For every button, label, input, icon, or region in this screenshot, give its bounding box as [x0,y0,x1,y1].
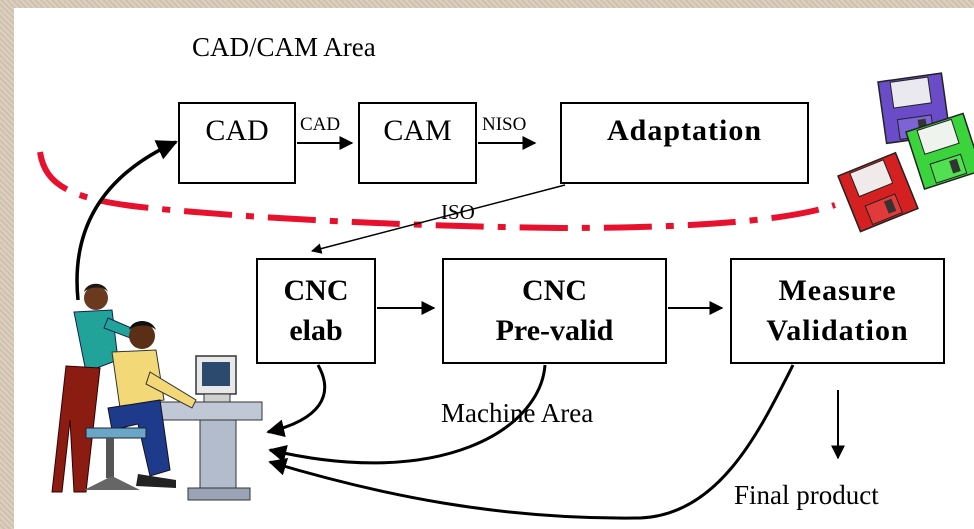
area-separator-line [37,151,836,232]
cad-box-label: CAD [205,114,269,147]
adaptation-box-label: Adaptation [606,114,763,147]
arrow-operator-to-cad [75,140,178,301]
machine-area-label: Machine Area [441,398,594,428]
niso-arrow-label: NISO [482,114,527,135]
feedback-from-measure [268,364,795,520]
iso-arrow-label: ISO [441,200,475,224]
measure-validation-box: Measure Validation [730,258,945,364]
cnc-elab-line2: elab [289,314,343,347]
cad-arrow-label: CAD [300,114,341,135]
cadcam-area-label: CAD/CAM Area [192,32,376,62]
measure-validation-line1: Measure [778,273,897,307]
cnc-prevalid-line1: CNC [522,273,587,307]
cnc-elab-line1: CNC [283,273,349,307]
feedback-from-cnc-elab [266,364,327,438]
cnc-elab-box: CNC elab [256,258,376,364]
operators-workstation-icon [51,283,263,501]
floppy-disks-icon [837,72,974,233]
cnc-prevalid-line2: Pre-valid [495,314,614,347]
cam-box: CAM [358,102,477,184]
arrow-adaptation-to-cnc-elab [310,184,566,254]
measure-validation-line2: Validation [766,314,909,347]
adaptation-box: Adaptation [560,102,809,184]
feedback-from-prevalid [268,364,547,465]
cad-box: CAD [178,102,296,184]
cnc-prevalid-box: CNC Pre-valid [442,258,667,364]
cam-box-label: CAM [383,114,452,147]
final-product-label: Final product [734,480,879,510]
